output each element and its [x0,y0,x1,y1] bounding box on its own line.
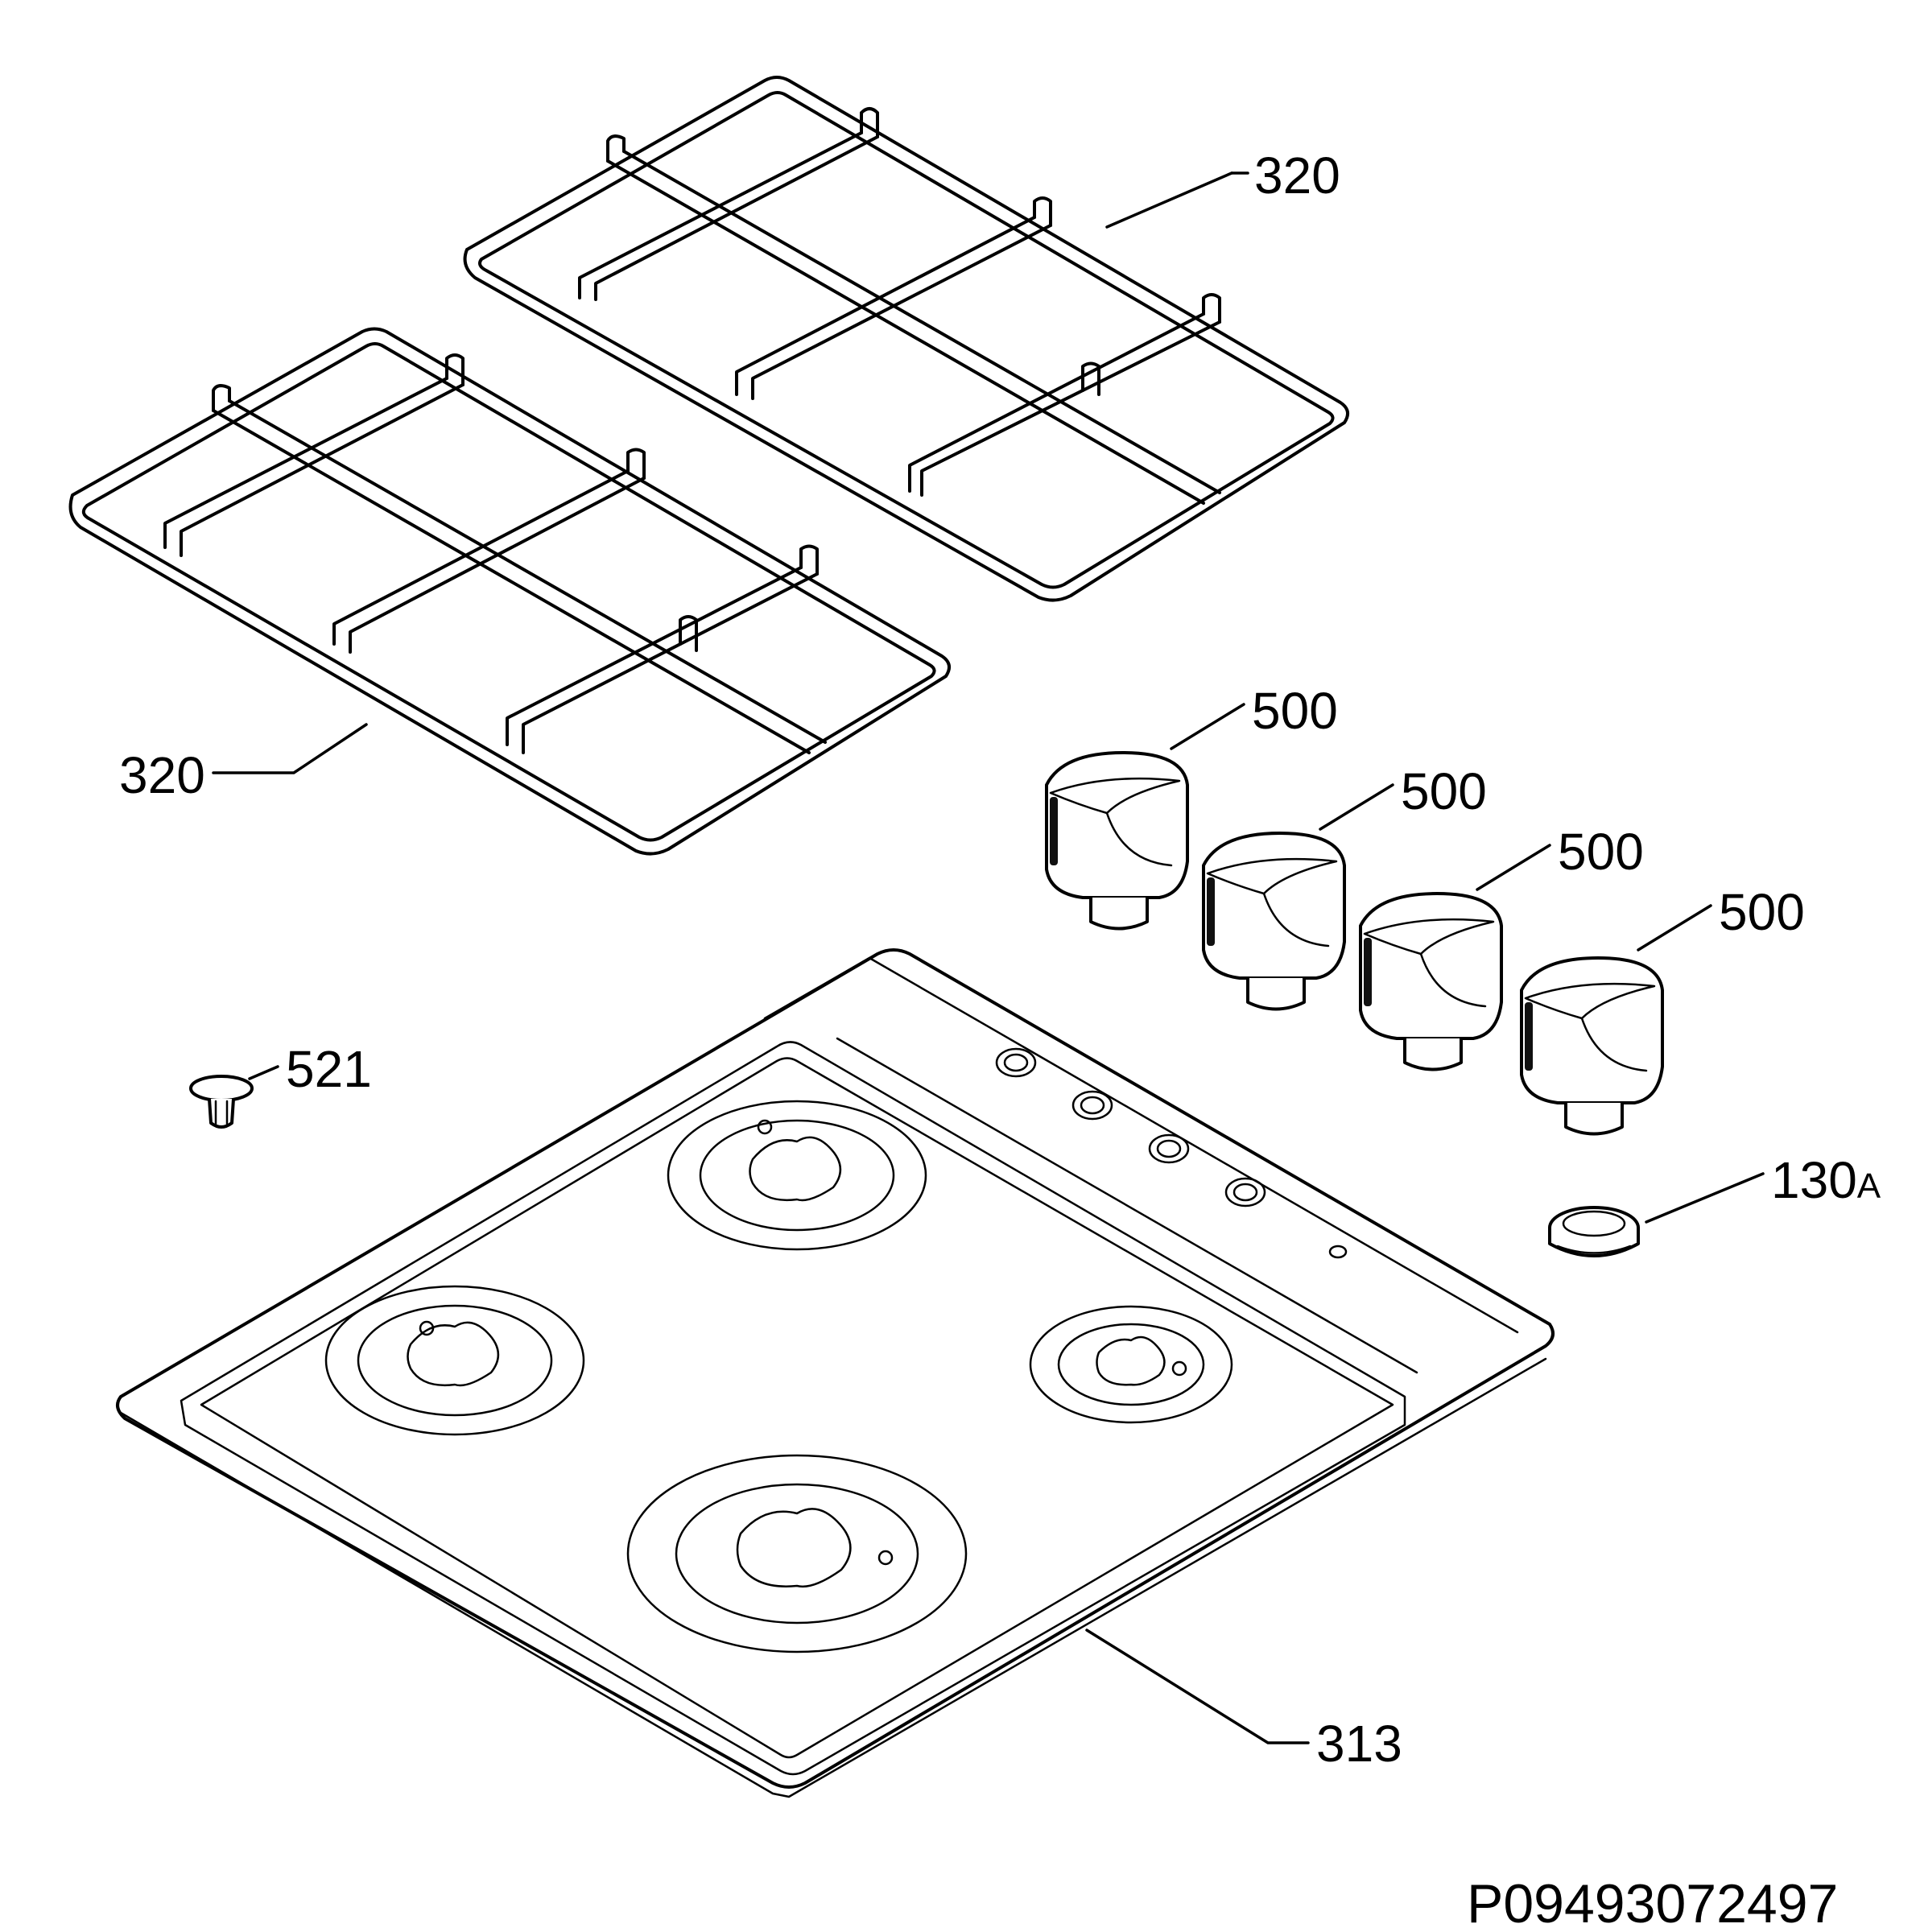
control-knob-1 [1045,751,1189,931]
pan-support-grate-back [463,76,1349,602]
control-knob-2 [1202,832,1346,1011]
control-knob-3 [1359,892,1503,1071]
leader-lines [212,171,1765,1744]
drawing-number: P09493072497 [1467,1873,1838,1932]
burner-front [626,1454,968,1653]
plug-521 [189,1075,254,1129]
burner-right [1029,1305,1233,1424]
callout-plug: 521 [286,1040,372,1098]
grommet-130A [1548,1206,1640,1257]
callout-grate-front: 320 [119,746,205,804]
callout-grate-back: 320 [1254,147,1340,204]
callout-knob-4: 500 [1719,883,1805,941]
pan-support-grate-front [68,327,951,856]
callout-knob-2: 500 [1401,762,1487,820]
burner-left [324,1285,585,1436]
callout-hob-top: 313 [1316,1715,1402,1773]
callout-grommet: 130A [1771,1151,1881,1209]
callout-knob-3: 500 [1558,823,1644,881]
burner-back [667,1100,927,1251]
control-knob-4 [1520,956,1664,1136]
callout-knob-1: 500 [1252,682,1338,740]
hob-top-313 [116,948,1555,1798]
